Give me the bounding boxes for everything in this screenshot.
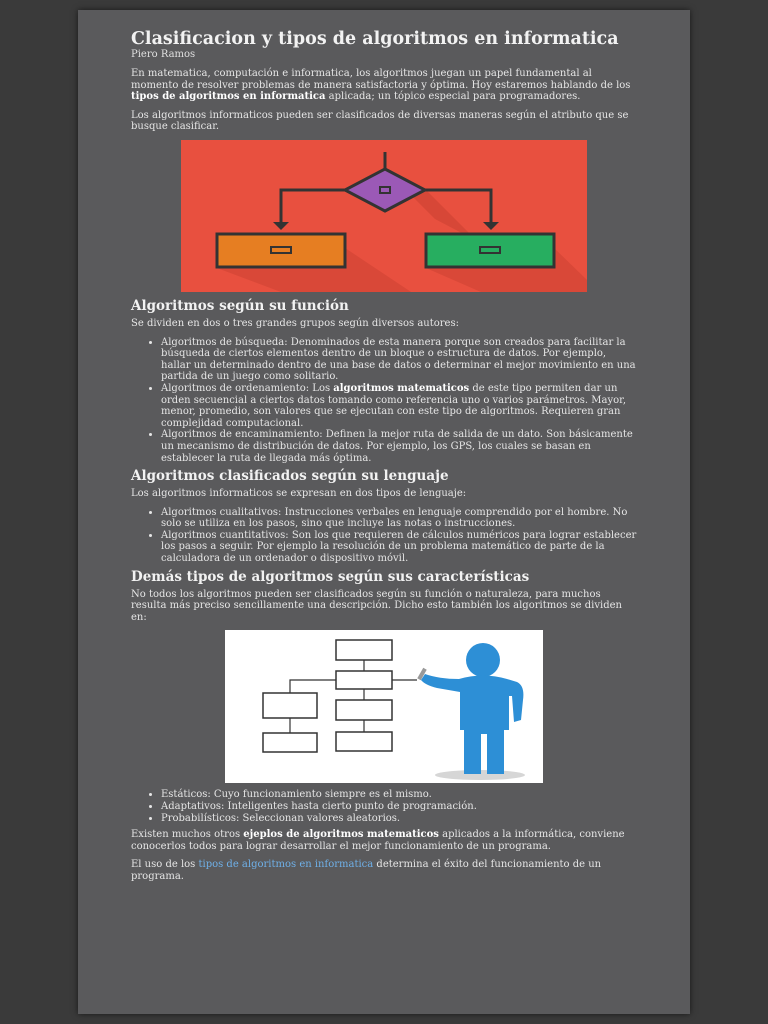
article-author: Piero Ramos [131,49,196,60]
person-flowchart-illustration [225,630,543,784]
article: Clasificacion y tipos de algoritmos en i… [131,30,637,890]
section2-lead: Los algoritmos informaticos se expresan … [131,488,467,500]
flowchart-diagram-icon [181,139,587,292]
list-item: Algoritmos de ordenamiento: Los algoritm… [161,383,637,429]
section1-lead: Se dividen en dos o tres grandes grupos … [131,317,459,329]
section-heading-funcion: Algoritmos según su función [131,297,349,314]
list-item: Algoritmos cualitativos: Instrucciones v… [161,507,637,530]
section1-list: Algoritmos de búsqueda: Denominados de e… [131,337,637,465]
intro-paragraph-2: Los algoritmos informaticos pueden ser c… [131,109,629,133]
section-heading-lenguaje: Algoritmos clasificados según su lenguaj… [131,468,449,485]
section3-list: Estáticos: Cuyo funcionamiento siempre e… [131,789,637,824]
list-item: Algoritmos cuantitativos: Son los que re… [161,530,637,565]
list-item: Estáticos: Cuyo funcionamiento siempre e… [161,789,637,801]
list-item: Algoritmos de búsqueda: Denominados de e… [161,337,637,383]
article-title: Clasificacion y tipos de algoritmos en i… [131,29,619,49]
intro-paragraph: En matematica, computación e informatica… [131,68,631,103]
section3-lead: No todos los algoritmos pueden ser clasi… [131,588,622,623]
list-item: Algoritmos de encaminamiento: Definen la… [161,429,637,464]
section-heading-caracteristicas: Demás tipos de algoritmos según sus cara… [131,568,530,585]
outro-paragraph: Existen muchos otros ejeplos de algoritm… [131,829,625,852]
tipos-algoritmos-link[interactable]: tipos de algoritmos en informatica [198,859,374,871]
list-item: Probabilísticos: Seleccionan valores ale… [161,813,637,825]
section2-list: Algoritmos cualitativos: Instrucciones v… [131,507,637,565]
document-page: Clasificacion y tipos de algoritmos en i… [78,10,690,1014]
final-paragraph: El uso de los tipos de algoritmos en inf… [131,859,602,882]
list-item: Adaptativos: Inteligentes hasta cierto p… [161,801,637,813]
